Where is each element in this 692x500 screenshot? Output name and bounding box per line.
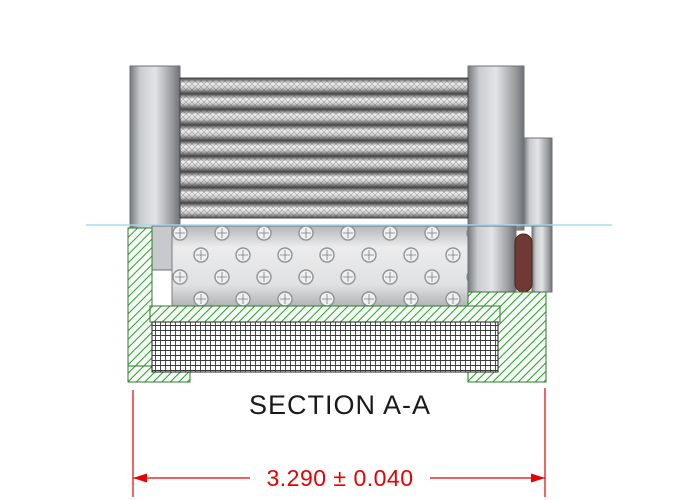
left-end-cap: [129, 65, 181, 231]
dimension-arrow-left: [133, 473, 147, 483]
left-cap-step: [151, 225, 173, 271]
dimension-arrow-right: [531, 473, 545, 483]
o-ring-seal: [514, 233, 533, 293]
right-fitting-lower: [531, 225, 553, 293]
outer-wire-mesh: [152, 322, 498, 372]
filter-media-mesh-texture: [180, 78, 468, 218]
dimension-text: 3.290 ± 0.040: [266, 465, 413, 491]
right-fitting-upper: [523, 137, 553, 227]
right-end-cap: [467, 65, 525, 231]
core-perforations: [172, 226, 468, 310]
right-hub-lower: [467, 225, 517, 293]
support-band-section-hatch: [149, 305, 501, 323]
section-label: SECTION A-A: [249, 390, 431, 420]
left-end-cap-section-hatch: [127, 227, 153, 383]
